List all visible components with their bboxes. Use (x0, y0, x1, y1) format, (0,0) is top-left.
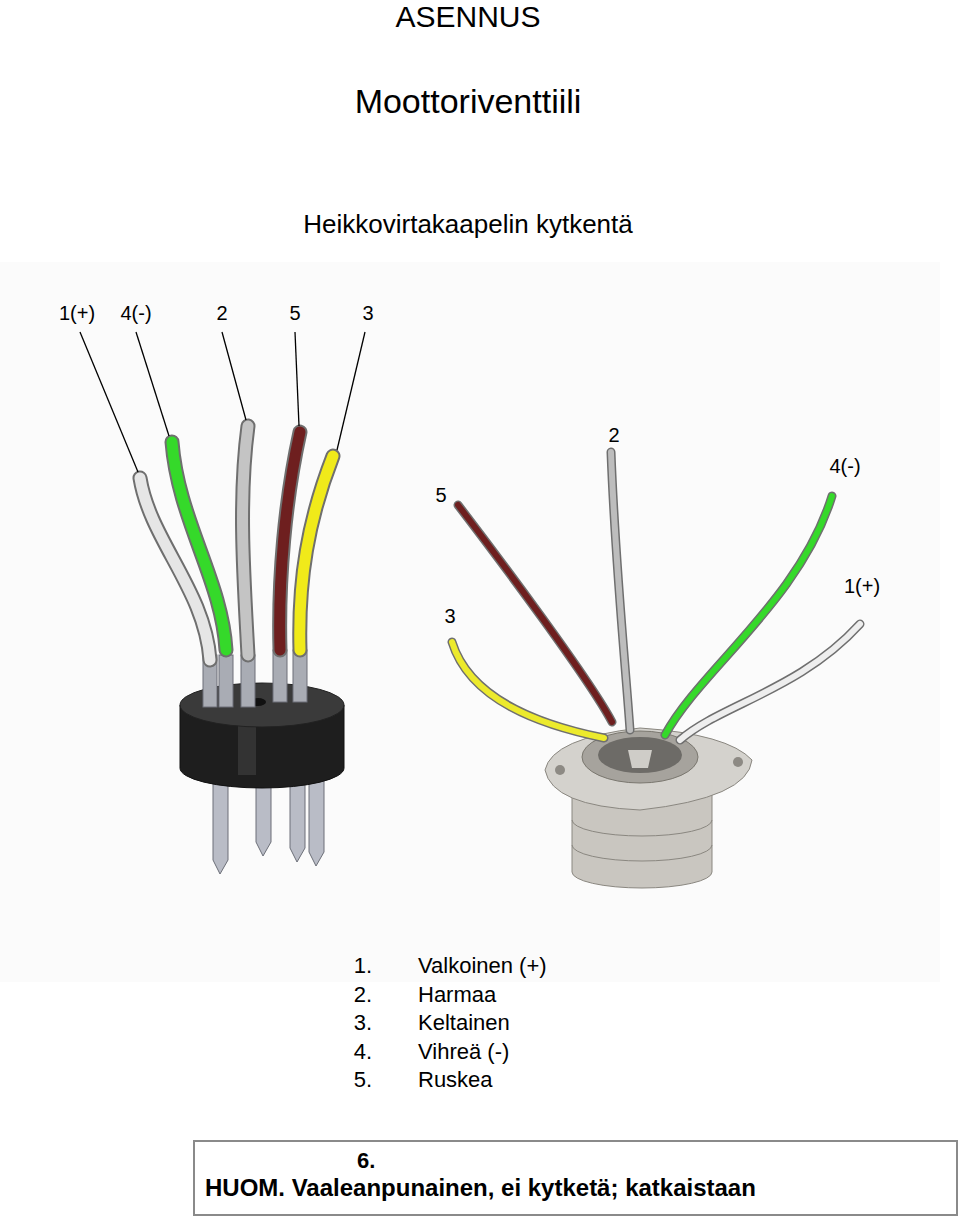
callout-number: 3 (362, 302, 373, 325)
wire-outline (452, 642, 604, 738)
wire (680, 624, 860, 740)
list-number: 3. (354, 1010, 372, 1035)
wire-sleeves (203, 650, 307, 707)
subtitle: Moottoriventtiili (355, 82, 582, 121)
callout-number: 2 (216, 302, 227, 325)
leader-line (337, 332, 365, 450)
list-number: 1. (354, 953, 372, 978)
plug-body (238, 720, 256, 775)
callout-number: 1(+) (844, 575, 880, 598)
callout-number: 5 (289, 302, 300, 325)
socket-body (598, 737, 682, 773)
wire-outline (243, 426, 248, 655)
socket-body (733, 757, 743, 767)
note-number: 6. (205, 1148, 946, 1174)
wire (452, 452, 860, 740)
wire-color: Keltainen (418, 1010, 510, 1035)
wire (452, 642, 604, 738)
wire-outline (140, 426, 333, 660)
socket-body (545, 728, 752, 810)
leader-line (80, 332, 365, 472)
wire-color: Harmaa (418, 982, 496, 1007)
list-number: 5. (354, 1067, 372, 1092)
wire (243, 426, 248, 655)
list-number: 4. (354, 1039, 372, 1064)
socket-body (572, 845, 712, 861)
page-title: ASENNUS (395, 0, 540, 35)
wire-outline (300, 456, 333, 650)
leader-line (136, 332, 169, 436)
wire-outline (452, 452, 860, 740)
callout-number: 2 (608, 424, 619, 447)
note-text: HUOM. Vaaleanpunainen, ei kytketä; katka… (205, 1174, 946, 1203)
wire-sleeves (219, 655, 233, 707)
socket-body (555, 765, 565, 775)
note-box: 6.HUOM. Vaaleanpunainen, ei kytketä; kat… (193, 1140, 958, 1216)
callout-number: 4(-) (120, 302, 151, 325)
wire-color: Vihreä (-) (418, 1039, 509, 1064)
callout-number: 5 (435, 484, 446, 507)
wire-color: Ruskea (418, 1067, 493, 1092)
plug-pins (213, 775, 324, 874)
wire-outline (611, 452, 630, 730)
plug-pins (213, 775, 228, 874)
leader-line (222, 332, 246, 420)
section-heading: Heikkovirtakaapelin kytkentä (303, 210, 633, 240)
callout-number: 1(+) (59, 302, 95, 325)
wire (140, 478, 210, 660)
callout-number: 4(-) (829, 455, 860, 478)
wire-sleeves (273, 650, 287, 702)
leader-line (295, 332, 299, 426)
plug-pins (309, 775, 324, 866)
plug-pins (290, 775, 305, 862)
socket-body (545, 728, 752, 888)
list-number: 2. (354, 982, 372, 1007)
wire-color: Valkoinen (+) (418, 953, 547, 978)
wire (458, 505, 612, 722)
wire (611, 452, 630, 730)
photo-ground (0, 262, 940, 982)
wire-sleeves (293, 650, 307, 702)
callout-number: 3 (444, 605, 455, 628)
wire (172, 442, 226, 650)
leader-line (80, 332, 138, 472)
wire (300, 456, 333, 650)
wire (140, 426, 333, 660)
socket-body (628, 750, 652, 768)
wire-sleeves (241, 655, 255, 707)
socket-body (572, 820, 712, 836)
